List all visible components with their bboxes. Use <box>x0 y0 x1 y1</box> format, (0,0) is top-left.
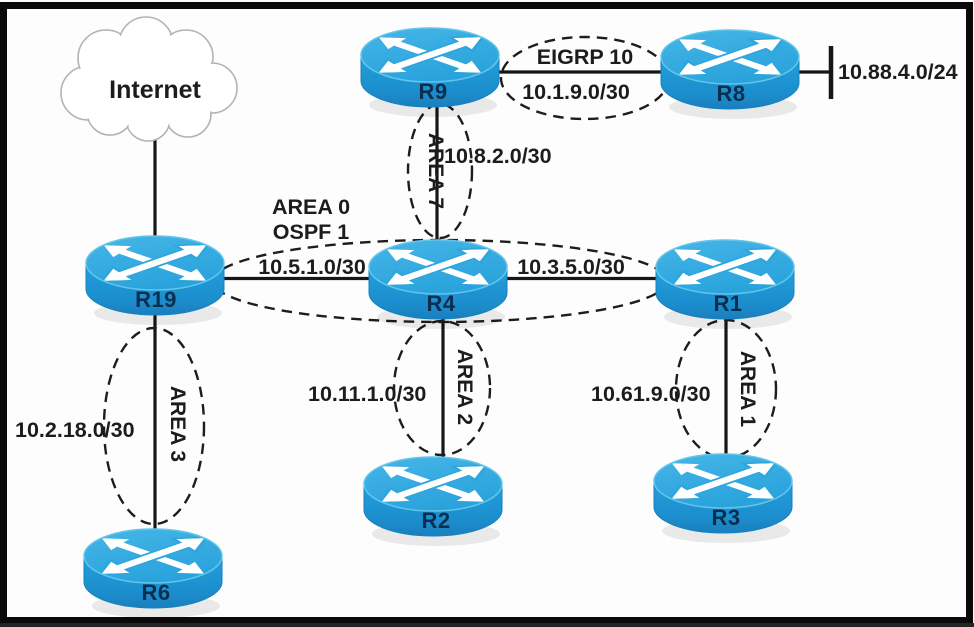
router-r1: R1 <box>656 240 794 329</box>
net-r19-r4-label: 10.5.1.0/30 <box>258 255 366 279</box>
router-r19-label: R19 <box>135 287 177 312</box>
net-r1-r3-label: 10.61.9.0/30 <box>591 382 711 406</box>
router-r2: R2 <box>364 457 502 546</box>
router-r6-label: R6 <box>141 580 170 605</box>
text-labels: EIGRP 10 10.1.9.0/30 10.88.4.0/24 10.8.2… <box>15 45 958 462</box>
router-r3-label: R3 <box>711 505 740 530</box>
area3-ellipse <box>102 326 206 526</box>
net-r4-r1-label: 10.3.5.0/30 <box>517 255 625 279</box>
area3-label: AREA 3 <box>166 386 189 462</box>
router-r9: R9 <box>361 28 499 117</box>
internet-label: Internet <box>109 76 201 104</box>
area1-label: AREA 1 <box>736 351 759 428</box>
area0-title-line2: OSPF 1 <box>273 220 350 244</box>
router-r4-label: R4 <box>426 291 455 316</box>
net-r4-r2-label: 10.11.1.0/30 <box>308 382 426 406</box>
area7-label: AREA 7 <box>424 133 447 209</box>
net-r8-lan-label: 10.88.4.0/24 <box>838 60 958 84</box>
net-r19-r6-label: 10.2.18.0/30 <box>15 418 135 442</box>
net-r9-r8-label: 10.1.9.0/30 <box>522 80 630 104</box>
router-r8: R8 <box>661 30 799 119</box>
area2-label: AREA 2 <box>453 349 476 425</box>
router-r8-label: R8 <box>716 81 745 106</box>
router-r1-label: R1 <box>713 291 742 316</box>
area0-title-line1: AREA 0 <box>272 195 350 219</box>
internet-cloud: Internet <box>60 16 238 142</box>
router-r3: R3 <box>654 454 792 543</box>
net-r9-r4-label: 10.8.2.0/30 <box>444 144 552 168</box>
router-r4: R4 <box>369 240 507 329</box>
eigrp-label: EIGRP 10 <box>537 45 633 69</box>
router-r6: R6 <box>84 529 222 618</box>
router-r9-label: R9 <box>418 79 447 104</box>
router-r2-label: R2 <box>421 508 450 533</box>
router-r19: R19 <box>86 236 224 325</box>
area7-ellipse <box>406 102 474 240</box>
